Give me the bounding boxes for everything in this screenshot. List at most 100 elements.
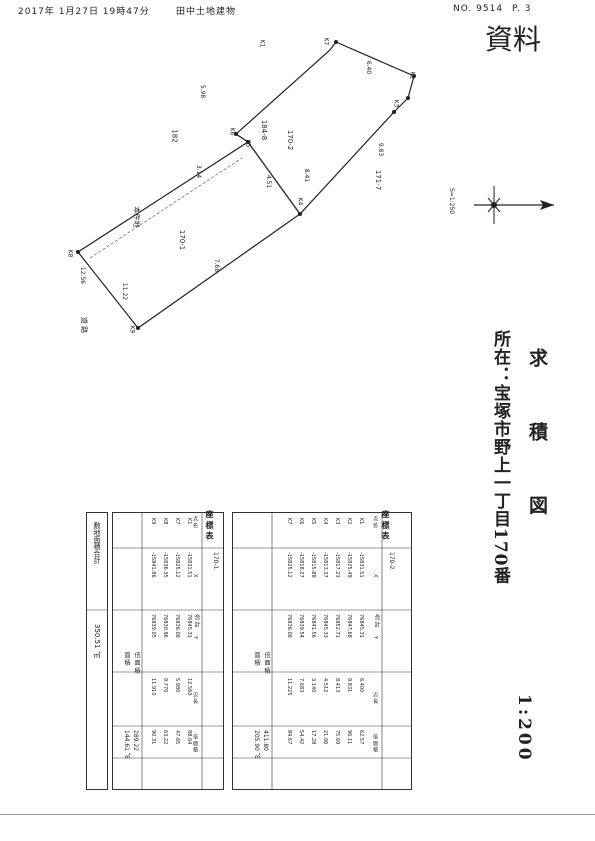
table-cell: 5.980 <box>174 678 180 693</box>
table-cell: 76845.33 <box>322 614 328 638</box>
total-area-label: 敷地面積合計 <box>93 522 101 564</box>
table-cell: 8.413 <box>334 678 340 693</box>
sum-label: 合 計 <box>193 614 200 628</box>
neighbor-right-label: 171-7 <box>374 169 383 191</box>
table-cell: 63.22 <box>162 730 168 745</box>
table-cell: 47.65 <box>174 730 180 745</box>
document-number: NO. 9514 <box>453 4 504 14</box>
table-cell: -15817.23 <box>334 552 340 578</box>
point-label: K9 <box>128 325 136 334</box>
segment-length: 11.22 <box>121 282 129 301</box>
table-cell: -15836.35 <box>162 552 168 578</box>
table-cell: 6.400 <box>358 678 364 693</box>
table-heading: 座 標 表 <box>205 510 214 540</box>
table-cell: 76839.05 <box>150 614 156 638</box>
table-cell: 88.04 <box>186 730 192 745</box>
point-label: K4 <box>296 197 304 206</box>
table-cell: 76839.54 <box>298 614 304 638</box>
table-cell: K7 <box>174 518 180 525</box>
lot-north-number: 170-2 <box>286 129 295 151</box>
double-area-label: 倍 面 積 <box>263 652 270 674</box>
table-cell: K2 <box>346 518 352 525</box>
table-cell: -15825.12 <box>174 552 180 578</box>
coord-table-lower: 座 標 表 170-1 合 計 倍 面 積 面 積 289.22 144.61 … <box>112 510 224 790</box>
segment-length: 5.98 <box>199 84 207 99</box>
area-value: 144.61 ㎡ <box>123 730 130 759</box>
point-label: K2 <box>408 71 416 80</box>
col-header: X <box>192 574 198 578</box>
lot-north-label: 184-8 <box>260 119 269 141</box>
area-value: 205.90 ㎡ <box>253 730 260 759</box>
scale-note: S=1:250 <box>448 188 455 215</box>
table-cell: 76841.56 <box>310 614 316 638</box>
lot-main-label: 本件地 <box>132 206 141 228</box>
table-cell: -15825.49 <box>346 552 352 578</box>
page-bottom-rule <box>0 814 595 815</box>
table-cell: 84.67 <box>286 730 292 745</box>
table-cell: -15831.51 <box>186 552 192 578</box>
sender-office: 田中土地建物 <box>176 7 237 17</box>
table-subheading: 170-2 <box>388 552 395 570</box>
table-cell: K5 <box>310 518 316 525</box>
table-cell: 76836.06 <box>174 614 180 638</box>
col-header: 辺 長 <box>372 692 378 704</box>
table-cell: K1 <box>186 518 192 525</box>
table-cell: K6 <box>298 518 304 525</box>
coord-table-upper: 座 標 表 170-2 合 計 倍 面 積 面 積 411.80 205.90 … <box>232 510 412 790</box>
table-cell: 54.42 <box>298 730 304 745</box>
col-header: Y <box>192 636 198 640</box>
table-cell: K3 <box>334 518 340 525</box>
scale-label: 1:200 <box>514 694 534 763</box>
segment-length: 4.51 <box>265 174 273 189</box>
col-header: X <box>372 574 378 578</box>
neighbor-left-label: 182 <box>170 129 179 143</box>
table-cell: 76845.31 <box>358 614 364 638</box>
segment-length: 8.41 <box>303 168 311 183</box>
point-label: K8 <box>66 249 74 258</box>
table-cell: 12.560 <box>186 678 192 696</box>
table-cell: K9 <box>150 518 156 525</box>
table-cell: 11.225 <box>286 678 292 696</box>
lot-main-outline <box>77 141 301 329</box>
col-header: 点 名 <box>192 516 198 528</box>
table-cell: 76836.06 <box>286 614 292 638</box>
area-label: 面 積 <box>253 652 260 666</box>
table-cell: 9.831 <box>346 678 352 693</box>
table-cell: -15825.12 <box>286 552 292 578</box>
col-header: 倍 面 積 <box>192 734 198 753</box>
col-header: 倍 面 積 <box>372 734 378 753</box>
segment-length: 7.68 <box>213 258 221 273</box>
table-cell: K4 <box>322 518 328 525</box>
lot-main-number: 170-1 <box>178 229 187 251</box>
table-cell: 9.770 <box>162 678 168 693</box>
boundary-points <box>76 40 416 330</box>
table-cell: 4.512 <box>322 678 328 693</box>
segment-length: 12.56 <box>79 266 87 285</box>
table-heading: 座 標 表 <box>381 510 390 540</box>
table-subheading: 170-1 <box>212 552 219 570</box>
table-cell: 76845.31 <box>186 614 192 638</box>
col-header: Y <box>372 636 378 640</box>
point-label: K3 <box>392 99 400 108</box>
segment-length: 6.40 <box>365 60 373 75</box>
table-cell: 62.57 <box>358 730 364 745</box>
table-cell: 17.28 <box>310 730 316 745</box>
table-rows: K1 -15831.51 76845.31 12.560 88.04 K7 -1… <box>144 512 200 790</box>
sum-value: 289.22 <box>132 730 139 751</box>
table-cell: 7.683 <box>298 678 304 693</box>
fax-timestamp: 2017年 1月27日 19時47分 <box>18 7 150 17</box>
table-cell: K7 <box>286 518 292 525</box>
table-cell: K1 <box>358 518 364 525</box>
table-cell: -15831.51 <box>358 552 364 578</box>
table-cell: 76847.68 <box>346 614 352 638</box>
table-cell: -15841.86 <box>150 552 156 578</box>
col-header: 辺 長 <box>192 692 198 704</box>
table-cell: -15813.37 <box>322 552 328 578</box>
corner-stamp: 資料 <box>485 23 542 56</box>
point-label: K5 <box>244 139 252 148</box>
segment-length: 3.14 <box>195 164 203 179</box>
point-label: K1 <box>258 39 266 48</box>
table-cell: 21.06 <box>322 730 328 745</box>
table-cell: 90.31 <box>150 730 156 745</box>
table-cell: -15818.27 <box>298 552 304 578</box>
